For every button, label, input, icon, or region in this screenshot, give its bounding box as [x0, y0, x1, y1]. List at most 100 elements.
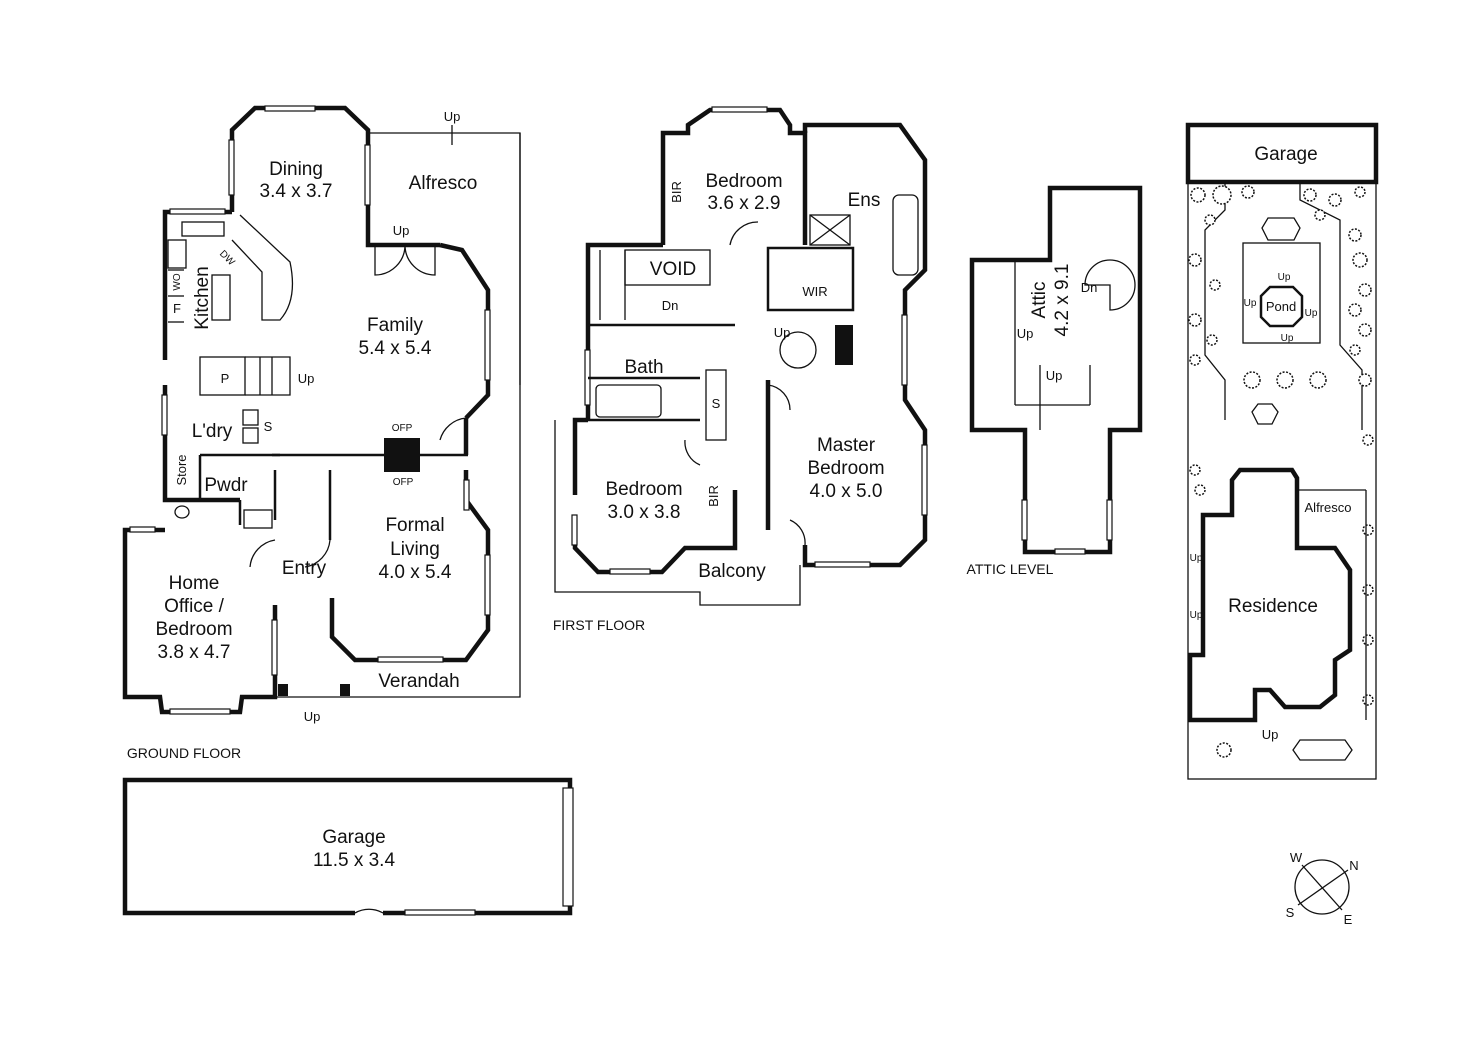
ofp-label: OFP: [393, 477, 414, 488]
tree-icon: [1206, 334, 1218, 346]
room-name-entry: Entry: [282, 558, 327, 579]
up-label: Up: [1017, 326, 1034, 341]
window: [1054, 548, 1086, 555]
room-name-store: Store: [174, 454, 189, 485]
up-label: Up: [774, 325, 791, 340]
compass-circle: [1294, 859, 1350, 915]
up-label: Up: [304, 709, 321, 724]
room-name-ensuite: Ens: [848, 190, 881, 211]
up-label: Up: [1281, 333, 1294, 344]
window: [169, 208, 226, 215]
fireplace: [384, 438, 420, 472]
tree-icon: [1362, 434, 1374, 446]
cooktop: [167, 239, 187, 269]
up-label: Up: [1046, 368, 1063, 383]
up-label: Up: [393, 223, 410, 238]
fridge-label: F: [173, 301, 181, 316]
tree-icon: [1348, 228, 1362, 242]
dishwasher-label: DW: [217, 248, 237, 268]
tree-icon: [1209, 279, 1221, 291]
garden-bed: [1204, 182, 1226, 420]
dining-wall: [229, 105, 440, 248]
room-name-powder: Pwdr: [204, 475, 248, 496]
void-label: VOID: [650, 259, 696, 280]
bathtub: [892, 194, 919, 276]
up-label: Up: [1244, 298, 1257, 309]
window: [609, 568, 651, 575]
shower-cross: [809, 214, 851, 246]
attic-level-caption: ATTIC LEVEL: [967, 561, 1054, 577]
window: [901, 314, 908, 386]
window: [129, 526, 156, 533]
tree-icon: [1189, 354, 1201, 366]
site-alfresco-label: Alfresco: [1305, 500, 1352, 515]
window: [463, 479, 470, 511]
room-name-attic: Attic: [1029, 282, 1050, 319]
room-size-dining: 3.4 x 3.7: [260, 181, 333, 202]
room-name-formal-living: Formal: [385, 515, 444, 536]
up-label: Up: [444, 109, 461, 124]
window: [484, 309, 491, 381]
tree-icon: [1358, 323, 1372, 337]
tree-icon: [1276, 371, 1294, 389]
room-name-garage: Garage: [322, 827, 385, 848]
window: [161, 394, 168, 436]
laundry-appliance: [242, 409, 259, 426]
tree-icon: [1328, 193, 1342, 207]
tree-icon: [1188, 253, 1202, 267]
kitchen-island: [231, 214, 294, 321]
tree-icon: [1216, 742, 1232, 758]
window: [169, 708, 231, 715]
window: [1106, 499, 1113, 541]
pantry: [199, 356, 246, 396]
room-name-dining: Dining: [269, 159, 323, 180]
garden-feature: [1251, 403, 1279, 425]
compass-east: E: [1344, 912, 1353, 927]
pond: [1259, 285, 1304, 328]
shower: [809, 214, 851, 246]
walk-in-robe: [766, 246, 855, 312]
site-garage: [1185, 122, 1379, 185]
room-name-verandah: Verandah: [378, 671, 459, 692]
compass: W N S E: [1286, 850, 1359, 927]
window: [364, 144, 371, 206]
attic-level-plan: Attic 4.2 x 9.1 Up Dn Up ATTIC LEVEL: [967, 185, 1143, 577]
room-name-balcony: Balcony: [698, 561, 766, 582]
room-name-laundry: L'dry: [192, 421, 233, 442]
storage-label: S: [712, 396, 721, 411]
up-label: Up: [298, 371, 315, 386]
site-plan: Garage Pond Up Up Up Up Alfresco Residen…: [1185, 122, 1379, 780]
window: [404, 909, 476, 916]
laundry-appliance: [242, 427, 259, 444]
room-name-kitchen: Kitchen: [192, 266, 213, 329]
door-swing: [439, 417, 467, 441]
compass-needle: [1297, 869, 1349, 906]
tree-icon: [1188, 313, 1202, 327]
tree-icon: [1194, 484, 1206, 496]
pond-label: Pond: [1266, 299, 1296, 314]
toilet-icon: [174, 505, 190, 519]
room-name-home-office-3: Bedroom: [155, 619, 232, 640]
residence-label: Residence: [1228, 596, 1318, 617]
window: [921, 444, 928, 516]
spiral-stair: [779, 331, 817, 369]
attic-wall: [969, 185, 1143, 555]
tree-icon: [1204, 214, 1216, 226]
verandah-post: [340, 684, 350, 696]
verandah-post: [278, 684, 288, 696]
bir-label: BIR: [669, 181, 684, 203]
tree-icon: [1352, 252, 1368, 268]
formal-living-wall: [329, 470, 491, 663]
tree-icon: [1241, 185, 1255, 199]
door-swing: [354, 908, 384, 914]
wall-oven-label: WO: [172, 273, 183, 290]
room-size-bedroom-bottom: 3.0 x 3.8: [608, 502, 681, 523]
window: [711, 106, 768, 113]
tree-icon: [1358, 373, 1372, 387]
up-label: Up: [1190, 610, 1203, 621]
window: [377, 656, 444, 663]
up-label: Up: [1190, 553, 1203, 564]
bedroom-bottom-wall: [572, 490, 738, 575]
spiral-stair: [1084, 259, 1136, 311]
